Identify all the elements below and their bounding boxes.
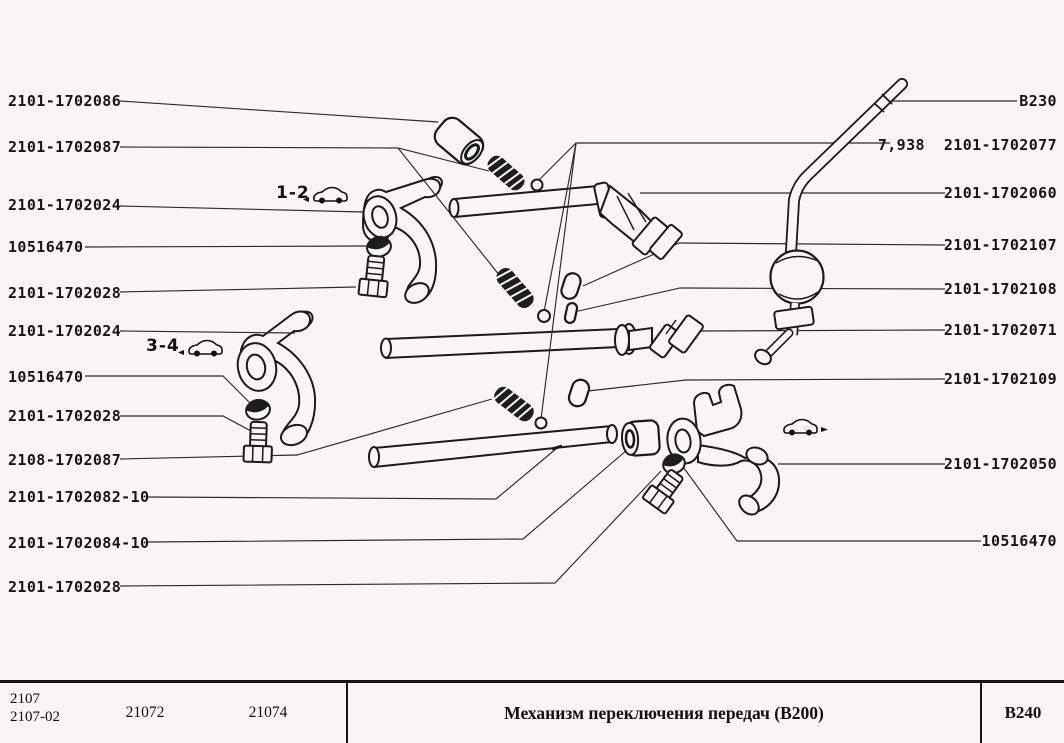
- part-label: 2101-1702024: [8, 322, 122, 340]
- part-label: 2108-1702087: [8, 451, 122, 469]
- gearshift-mechanism-drawing: [84, 78, 1017, 587]
- rod-end-latch: [649, 314, 704, 359]
- detent-spring-3: [492, 386, 534, 422]
- lever-knob-bands: [873, 93, 893, 113]
- detent-ball-2: [537, 309, 551, 323]
- lever-lower-tip: [754, 348, 772, 366]
- part-label: 2101-1702109: [943, 370, 1057, 388]
- model-2107: 2107: [10, 691, 40, 707]
- part-label: 2101-1702028: [8, 284, 122, 302]
- part-label: 10516470: [981, 532, 1057, 550]
- assembly-title: Механизм переключения передач (В200): [346, 683, 980, 743]
- sheet-code-cell: В240: [980, 683, 1064, 743]
- car-icons: [178, 186, 828, 436]
- gear-range-label-3-4: 3-4: [146, 336, 180, 356]
- lever-collar: [773, 305, 815, 331]
- fork-pad-2: [245, 398, 271, 421]
- part-label: 2101-1702107: [943, 236, 1057, 254]
- part-label: 2101-1702060: [943, 184, 1057, 202]
- part-label: 2101-1702028: [8, 407, 122, 425]
- catalog-footer-table: 2107 2107-02 21072 21074 Механизм перекл…: [0, 680, 1064, 743]
- detent-spring-1: [485, 155, 526, 191]
- interlock-pin: [563, 302, 579, 324]
- part-label: 2101-1702028: [8, 578, 122, 596]
- model-cell-21074: 21074: [190, 683, 346, 743]
- lock-bolt-2: [242, 420, 273, 464]
- part-label: 10516470: [8, 238, 84, 256]
- shift-fork-3-4: [236, 310, 317, 447]
- shift-rod-3-4: [380, 323, 653, 360]
- model-2107-02: 2107-02: [10, 709, 60, 725]
- rod-bushing: [433, 116, 485, 166]
- part-label: 7,938 2101-1702077: [877, 136, 1057, 154]
- reverse-gear-fork: [666, 383, 781, 516]
- model-21072: 21072: [125, 704, 165, 721]
- sheet-code: В240: [1004, 703, 1042, 722]
- shift-rod-1-2: [448, 184, 599, 219]
- model-cell-2107: 2107 2107-02: [0, 683, 100, 743]
- part-label: 2101-1702087: [8, 138, 122, 156]
- detent-spring-2: [494, 268, 534, 308]
- gear-range-label-1-2: 1-2: [276, 183, 310, 203]
- lever-clevis: [631, 216, 683, 260]
- car-icon-gear-3-4: [178, 339, 223, 357]
- lock-bolt-3: [642, 469, 684, 515]
- model-cell-21072: 21072: [100, 683, 190, 743]
- car-icon-reverse: [783, 418, 828, 436]
- part-label: 2101-1702050: [943, 455, 1057, 473]
- main-parts-layer: [236, 176, 781, 516]
- part-label: 2101-1702082-10: [8, 488, 150, 506]
- part-label: 2101-1702084-10: [8, 534, 150, 552]
- interlock-plunger-1: [560, 272, 582, 300]
- interlock-plunger-2: [567, 378, 591, 408]
- part-label: 10516470: [8, 368, 84, 386]
- leader-lines: [84, 100, 1017, 587]
- reverse-shift-rod: [368, 424, 618, 469]
- lever-ball-joint: [769, 249, 825, 305]
- part-label: В230: [1019, 92, 1057, 110]
- part-label: 2101-1702108: [943, 280, 1057, 298]
- assembly-title-text: Механизм переключения передач (В200): [504, 702, 824, 723]
- rod-hole-mark: [551, 444, 563, 451]
- part-label: 2101-1702086: [8, 92, 122, 110]
- small-parts-layer: [242, 116, 704, 515]
- part-label: 2101-1702071: [943, 321, 1057, 339]
- lock-bolt-1: [357, 254, 389, 299]
- part-label: 2101-1702024: [8, 196, 122, 214]
- model-21074: 21074: [248, 704, 288, 721]
- car-icon-gear-1-2: [303, 186, 348, 204]
- detent-ball-1: [530, 178, 544, 192]
- guide-bushing: [620, 419, 661, 457]
- detent-ball-3: [534, 416, 548, 430]
- gear-shift-lever: [754, 78, 908, 366]
